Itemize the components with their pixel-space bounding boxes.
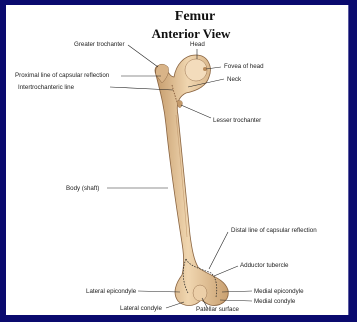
label-lesser-trochanter: Lesser trochanter — [213, 117, 261, 124]
label-greater-trochanter: Greater trochanter — [74, 41, 125, 48]
patellar-surface — [193, 285, 207, 301]
leader-lateral-epicondyle — [138, 291, 180, 292]
femur-outline — [155, 55, 228, 306]
label-head: Head — [190, 41, 205, 48]
label-neck: Neck — [227, 76, 241, 83]
label-distal-line: Distal line of capsular reflection — [231, 227, 317, 234]
label-medial-epicondyle: Medial epicondyle — [254, 288, 304, 295]
label-lateral-condyle: Lateral condyle — [120, 305, 162, 312]
label-lateral-epicondyle: Lateral epicondyle — [86, 288, 136, 295]
diagram-panel: Femur Anterior View — [6, 5, 349, 315]
label-medial-condyle: Medial condyle — [254, 298, 295, 305]
label-patellar-surface: Patellar surface — [196, 306, 239, 313]
leader-distal-line — [209, 232, 228, 269]
femur-bone — [155, 55, 228, 306]
label-fovea-of-head: Fovea of head — [224, 63, 264, 70]
label-body: Body (shaft) — [66, 185, 99, 192]
leader-lesser-trochanter — [181, 105, 211, 118]
label-adductor-tubercle: Adductor tubercle — [240, 262, 289, 269]
lesser-trochanter — [177, 100, 182, 107]
leader-greater-trochanter — [128, 45, 158, 67]
label-intertrochanteric-line: Intertrochanteric line — [18, 84, 74, 91]
leader-adductor — [214, 266, 238, 276]
femur-illustration — [6, 5, 348, 315]
label-proximal-line: Proximal line of capsular reflection — [15, 72, 109, 79]
leader-lateral-condyle — [166, 302, 184, 308]
